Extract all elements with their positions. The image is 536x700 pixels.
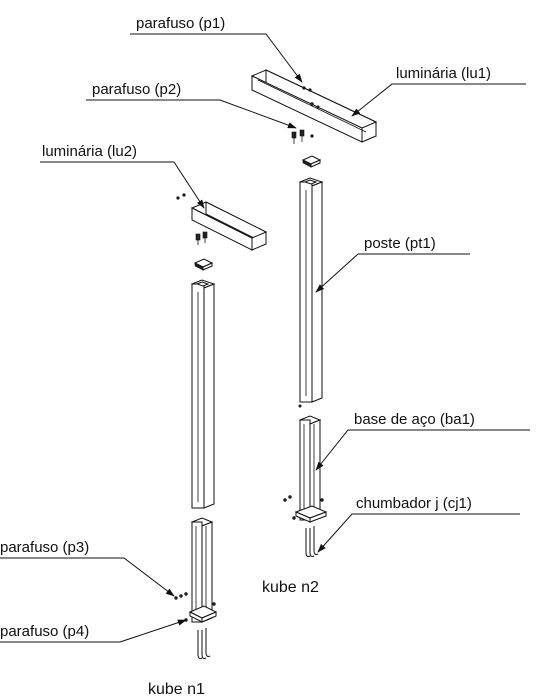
leader-cj1 [317, 513, 520, 553]
label-p3: parafuso (p3) [0, 539, 89, 556]
leader-lu2 [40, 161, 205, 209]
leader-p2 [86, 99, 297, 129]
label-p2: parafuso (p2) [92, 81, 181, 98]
post-n1 [190, 279, 216, 509]
luminaire-lu2 [190, 201, 268, 251]
caption-kube-n1: kube n1 [148, 681, 205, 698]
post-pt1 [298, 177, 324, 408]
anchor-bolts-n1 [197, 628, 211, 659]
screws-p2 [291, 129, 314, 144]
luminaire-lu1 [250, 69, 378, 143]
label-lu1: luminária (lu1) [396, 65, 491, 82]
screws-p1 [302, 86, 312, 92]
connector-plate-n2 [301, 155, 322, 168]
leader-p3 [0, 557, 175, 597]
steel-base-n1 [188, 517, 218, 623]
caption-kube-n2: kube n2 [262, 579, 319, 596]
leader-lu1 [351, 83, 526, 117]
label-lu2: luminária (lu2) [42, 143, 137, 160]
label-cj1: chumbador j (cj1) [356, 495, 472, 512]
leader-ba1 [315, 429, 530, 471]
label-pt1: poste (pt1) [364, 235, 436, 252]
screws-p3 [174, 592, 188, 600]
anchor-bolts-cj1 [305, 526, 319, 557]
connector-plate-n1 [193, 258, 214, 271]
steel-base-ba1 [283, 415, 328, 523]
leader-p1 [130, 33, 303, 83]
label-p4: parafuso (p4) [0, 623, 89, 640]
screws-lu2 [176, 193, 208, 245]
label-p1: parafuso (p1) [136, 15, 225, 32]
leader-pt1 [315, 253, 470, 293]
leader-p4 [0, 619, 187, 643]
label-ba1: base de aço (ba1) [354, 411, 475, 428]
